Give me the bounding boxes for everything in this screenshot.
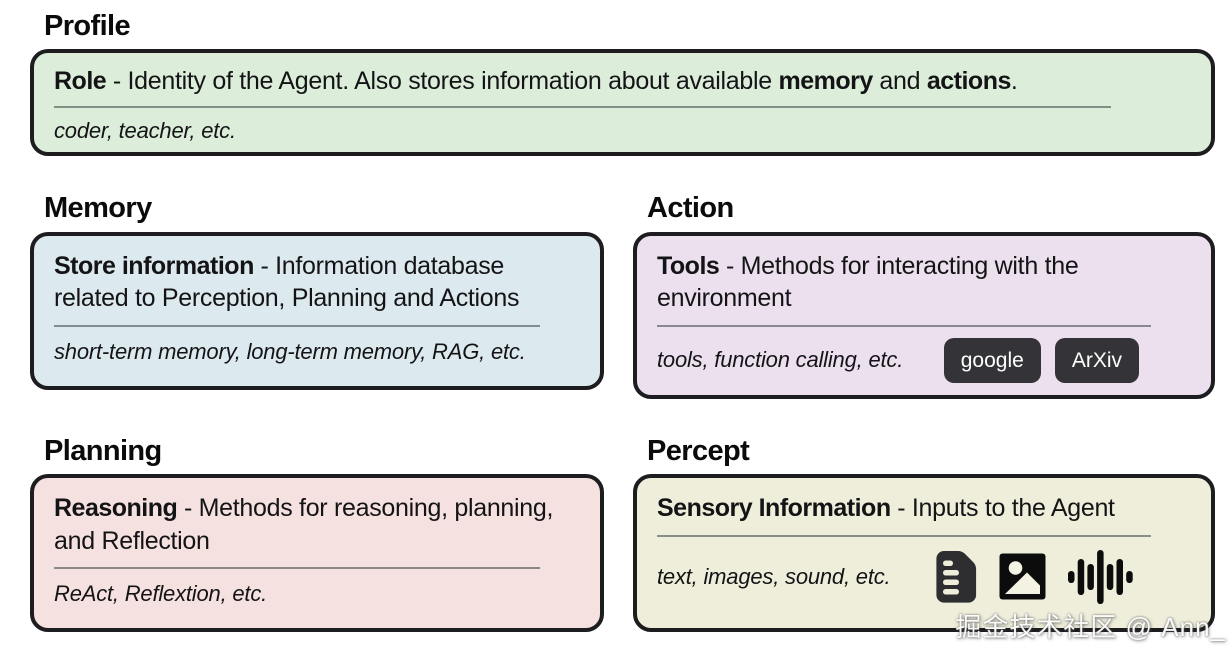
action-description: Tools - Methods for interacting with the… [657,250,1191,315]
memory-card: Store information - Information database… [30,231,604,390]
percept-description: Sensory Information - Inputs to the Agen… [657,492,1191,525]
document-icon [934,550,978,603]
profile-term: Role [54,67,107,96]
percept-examples: text, images, sound, etc. [657,563,891,589]
action-heading: Action [647,192,734,225]
profile-heading: Profile [44,10,131,42]
arxiv-tool-button[interactable]: ArXiv [1054,337,1139,383]
image-icon [999,553,1046,600]
audio-waveform-icon [1067,548,1133,606]
planning-term: Reasoning [54,494,178,523]
action-card: Tools - Methods for interacting with the… [633,231,1215,399]
profile-description: Role - Identity of the Agent. Also store… [54,65,1191,98]
section-memory: Memory Store information - Information d… [30,192,604,398]
separator [657,324,1151,327]
separator [54,324,540,327]
action-term: Tools [657,251,720,280]
profile-card: Role - Identity of the Agent. Also store… [30,49,1215,157]
profile-desc-text: . [1010,67,1018,96]
profile-desc-bold-memory: memory [778,67,873,96]
action-example-row: tools, function calling, etc. google ArX… [657,337,1191,383]
planning-description: Reasoning - Methods for reasoning, plann… [54,492,580,557]
section-percept: Percept Sensory Information - Inputs to … [633,434,1215,633]
planning-card: Reasoning - Methods for reasoning, plann… [30,474,604,633]
memory-desc-text: - Information database related to Percep… [54,251,520,313]
separator [54,567,540,570]
memory-description: Store information - Information database… [54,250,580,315]
memory-heading: Memory [44,192,152,225]
row-memory-action: Memory Store information - Information d… [30,192,1215,399]
percept-heading: Percept [647,434,750,467]
action-tool-buttons: google ArXiv [943,337,1139,383]
separator [657,534,1151,537]
profile-desc-text: and [872,67,927,96]
profile-examples: coder, teacher, etc. [54,117,236,143]
percept-example-row: text, images, sound, etc. [657,548,1191,606]
action-examples: tools, function calling, etc. [657,347,904,373]
section-profile: Profile Role - Identity of the Agent. Al… [30,10,1215,157]
separator [54,105,1111,108]
section-planning: Planning Reasoning - Methods for reasoni… [30,434,604,633]
percept-desc-text: - Inputs to the Agent [890,494,1115,523]
profile-desc-text: - Identity of the Agent. Also stores inf… [106,67,779,96]
agent-architecture-diagram: Profile Role - Identity of the Agent. Al… [30,10,1215,633]
planning-heading: Planning [44,434,162,467]
planning-examples: ReAct, Reflextion, etc. [54,581,268,607]
percept-term: Sensory Information [657,494,891,523]
section-action: Action Tools - Methods for interacting w… [633,192,1215,399]
memory-term: Store information [54,251,254,280]
google-tool-button[interactable]: google [943,337,1041,383]
row-planning-percept: Planning Reasoning - Methods for reasoni… [30,434,1215,633]
action-desc-text: - Methods for interacting with the envir… [657,251,1079,313]
percept-input-icons [934,548,1133,606]
planning-desc-text: - Methods for reasoning, planning, and R… [54,494,554,555]
profile-desc-bold-actions: actions [926,67,1012,96]
watermark: 掘金技术社区 @ Ann_ [955,612,1226,642]
percept-card: Sensory Information - Inputs to the Agen… [633,474,1215,633]
memory-examples: short-term memory, long-term memory, RAG… [54,338,526,364]
